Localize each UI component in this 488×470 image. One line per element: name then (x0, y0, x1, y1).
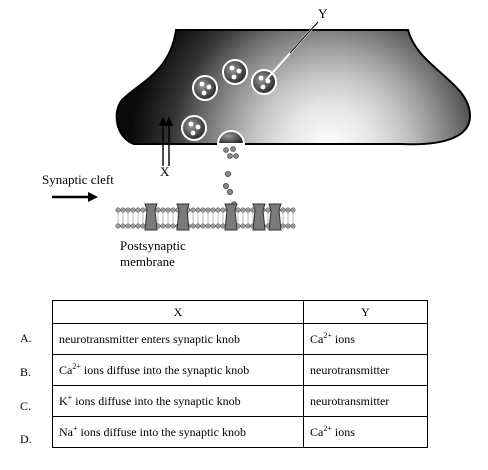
phospholipid-head (290, 207, 296, 213)
phospholipid-head (165, 207, 171, 213)
phospholipid-head (190, 207, 196, 213)
phospholipid-head (240, 223, 246, 229)
phospholipid-head (130, 207, 136, 213)
phospholipid-head (160, 223, 166, 229)
synaptic-vesicle (192, 75, 218, 101)
synaptic-vesicle (181, 115, 207, 141)
table-row: Na+ ions diffuse into the synaptic knob … (52, 416, 428, 448)
synapse-diagram (52, 21, 472, 231)
phospholipid-head (125, 207, 131, 213)
presynaptic-knob (115, 29, 472, 146)
phospholipid-head (245, 223, 251, 229)
cell-y: Ca2+ ions (303, 323, 428, 355)
label-y: Y (318, 6, 328, 21)
phospholipid-head (165, 223, 171, 229)
label-postsynaptic: Postsynaptic (120, 238, 186, 253)
phospholipid-head (170, 223, 176, 229)
table-row: Ca2+ ions diffuse into the synaptic knob… (52, 354, 428, 386)
option-letter: C. (20, 399, 32, 413)
phospholipid-head (220, 223, 226, 229)
phospholipid-head (155, 207, 161, 213)
synaptic-vesicle (222, 59, 248, 85)
synaptic-cleft-arrow (52, 192, 98, 202)
phospholipid-head (170, 207, 176, 213)
phospholipid-head (210, 223, 216, 229)
cell-x: neurotransmitter enters synaptic knob (52, 323, 304, 355)
label-synaptic-cleft: Synaptic cleft (42, 172, 114, 187)
phospholipid-head (205, 207, 211, 213)
receptor-proteins (144, 203, 282, 231)
phospholipid-head (200, 223, 206, 229)
phospholipid-head (190, 223, 196, 229)
cell-y: neurotransmitter (303, 385, 428, 417)
phospholipid-head (285, 223, 291, 229)
option-letter: A. (20, 331, 32, 345)
phospholipid-head (195, 207, 201, 213)
cell-x: Ca2+ ions diffuse into the synaptic knob (52, 354, 304, 386)
phospholipid-head (195, 223, 201, 229)
option-letter: B. (20, 365, 32, 379)
phospholipid-head (115, 207, 121, 213)
phospholipid-head (235, 207, 241, 213)
phospholipid-head (120, 207, 126, 213)
phospholipid-head (280, 223, 286, 229)
phospholipid-head (130, 223, 136, 229)
phospholipid-head (160, 207, 166, 213)
label-membrane: membrane (120, 254, 175, 269)
answer-table: X Y neurotransmitter enters synaptic kno… (52, 300, 428, 448)
phospholipid-head (115, 223, 121, 229)
phospholipid-head (125, 223, 131, 229)
header-y: Y (303, 300, 428, 324)
cell-y: Ca2+ ions (303, 416, 428, 448)
phospholipid-head (265, 207, 271, 213)
phospholipid-head (140, 223, 146, 229)
phospholipid-head (120, 223, 126, 229)
phospholipid-head (220, 207, 226, 213)
phospholipid-head (285, 207, 291, 213)
table-row: neurotransmitter enters synaptic knob Ca… (52, 323, 428, 355)
cell-x: Na+ ions diffuse into the synaptic knob (52, 416, 304, 448)
header-x: X (52, 300, 304, 324)
fusing-vesicle (216, 130, 246, 145)
phospholipid-head (135, 207, 141, 213)
phospholipid-head (200, 207, 206, 213)
table-row: K+ ions diffuse into the synaptic knob n… (52, 385, 428, 417)
table-header-row: X Y (52, 300, 428, 324)
phospholipid-head (135, 223, 141, 229)
option-letter: D. (20, 432, 32, 446)
phospholipid-head (140, 207, 146, 213)
phospholipid-head (205, 223, 211, 229)
label-x: X (160, 164, 170, 179)
cell-y: neurotransmitter (303, 354, 428, 386)
phospholipid-head (240, 207, 246, 213)
phospholipid-head (215, 207, 221, 213)
phospholipid-head (215, 223, 221, 229)
postsynaptic-membrane (115, 203, 296, 231)
phospholipid-head (210, 207, 216, 213)
cell-x: K+ ions diffuse into the synaptic knob (52, 385, 304, 417)
phospholipid-head (280, 207, 286, 213)
phospholipid-head (290, 223, 296, 229)
x-arrows (158, 116, 174, 166)
phospholipid-head (245, 207, 251, 213)
